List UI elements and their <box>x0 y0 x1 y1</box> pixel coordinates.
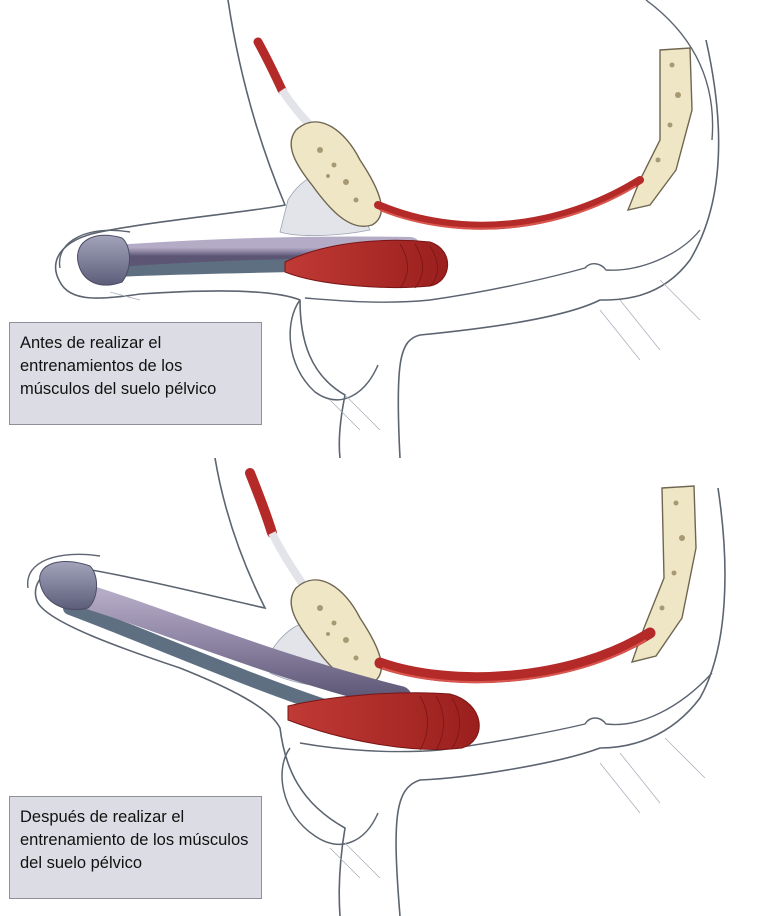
panel-before: Antes de realizar el entrenamientos de l… <box>9 0 720 458</box>
foreskin-outline <box>58 229 131 269</box>
caption-before: Antes de realizar el entrenamientos de l… <box>9 322 262 425</box>
coccyx-bone <box>630 485 697 663</box>
penis-shaft <box>63 581 412 710</box>
anatomy-illustration-after <box>27 458 726 916</box>
muscle-strand-upper <box>253 37 287 95</box>
skin-hatching <box>329 737 706 879</box>
body-outline <box>34 458 346 916</box>
scrotum <box>281 747 379 845</box>
tendon-upper <box>278 87 313 128</box>
coccyx-texture <box>655 62 681 163</box>
bone-texture <box>317 605 359 661</box>
pelvic-floor-muscle <box>374 176 644 230</box>
skin-hatching <box>109 279 701 431</box>
foreskin-outline <box>27 553 101 589</box>
back-outline <box>395 487 726 916</box>
panel-after: Después de realizar el entrenamiento de … <box>0 458 768 916</box>
pubic-bone <box>290 121 383 227</box>
glans <box>39 561 97 610</box>
bone-texture <box>317 147 359 203</box>
pelvic-floor-muscle <box>374 627 656 684</box>
caption-after: Después de realizar el entrenamiento de … <box>9 796 262 899</box>
coccyx-bone <box>626 47 693 211</box>
scrotum <box>289 299 379 401</box>
tendon-upper <box>268 531 306 586</box>
body-outline <box>54 0 346 458</box>
perineum-line <box>304 229 701 303</box>
bulbospongiosus-muscle <box>284 239 449 288</box>
coccyx-texture <box>659 500 685 611</box>
glans <box>77 234 130 286</box>
back-outline <box>397 39 720 458</box>
muscle-strand-upper <box>245 468 277 538</box>
anatomy-illustration-before <box>54 0 720 458</box>
muscle-striations <box>419 695 460 751</box>
perineum-line <box>299 672 713 753</box>
back-edge <box>645 0 714 141</box>
penis-shaft-lower <box>63 601 337 715</box>
bulbospongiosus-muscle <box>287 692 480 750</box>
muscle-striations <box>399 243 438 289</box>
